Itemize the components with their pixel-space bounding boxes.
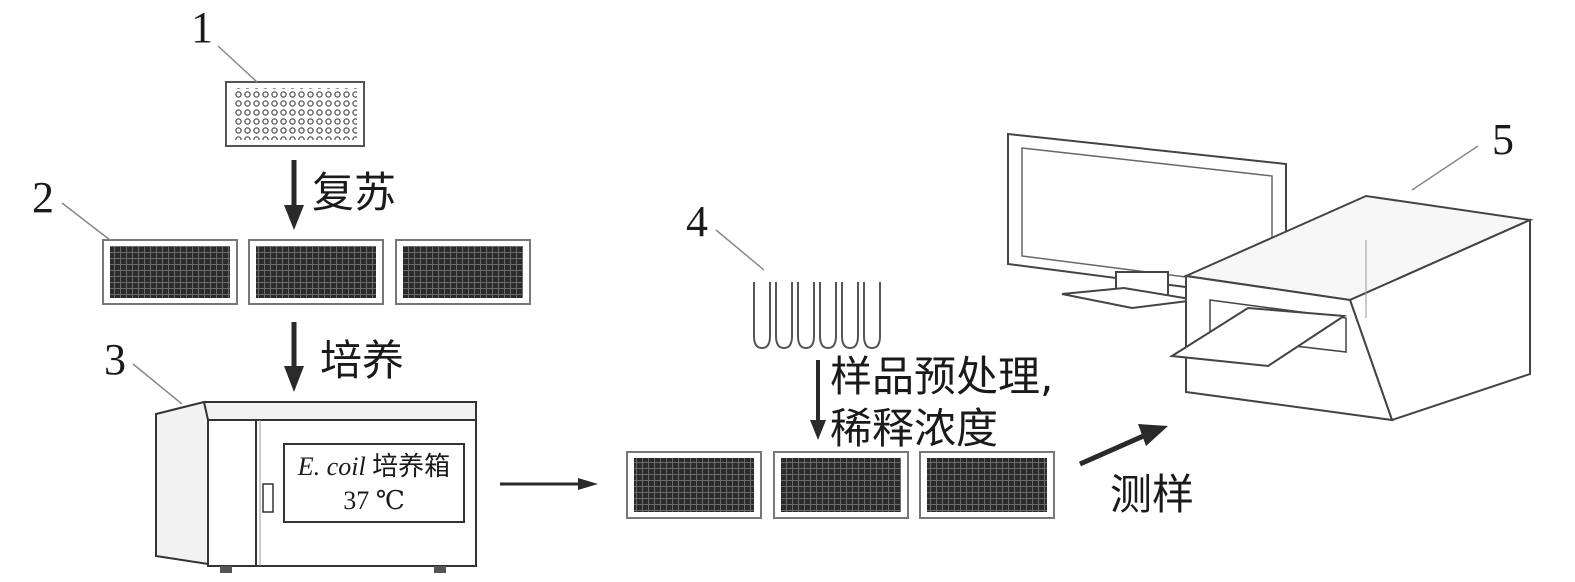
plate-reader-station <box>1007 132 1534 422</box>
label-4: 4 <box>686 197 708 246</box>
incubator-name: 培养箱 <box>372 452 451 481</box>
incubator-temperature: 37 ℃ <box>343 486 405 515</box>
leader-line-3 <box>132 363 183 405</box>
arrow-recover <box>284 160 304 230</box>
source-plate <box>225 81 365 147</box>
label-2: 2 <box>32 173 54 222</box>
leader-line-1 <box>217 45 258 83</box>
arrow-measure <box>1078 424 1168 467</box>
label-3: 3 <box>104 335 126 384</box>
label-1: 1 <box>191 3 213 52</box>
incubator <box>155 401 477 573</box>
leader-line-4 <box>715 229 765 271</box>
organism-name: E. coil <box>297 452 366 481</box>
plate-row-top <box>102 239 531 305</box>
arrow-to-plates <box>500 478 598 490</box>
step-culture-label: 培养 <box>320 336 405 385</box>
step-recover-label: 复苏 <box>312 168 397 217</box>
incubator-title: E. coil 培养箱 <box>284 450 464 484</box>
step-pretreat-label-2: 稀释浓度 <box>830 404 999 453</box>
leader-line-5 <box>1411 145 1479 191</box>
incubator-panel-text: E. coil 培养箱 37 ℃ <box>284 450 464 518</box>
step-measure-label: 测样 <box>1110 470 1195 519</box>
label-5: 5 <box>1492 115 1514 164</box>
leader-line-2 <box>61 202 111 241</box>
arrow-pretreat <box>810 360 826 440</box>
arrow-culture <box>284 322 304 392</box>
test-tubes <box>753 282 881 350</box>
plate-row-bottom <box>626 451 1055 519</box>
step-pretreat-label-1: 样品预处理, <box>830 352 1054 401</box>
